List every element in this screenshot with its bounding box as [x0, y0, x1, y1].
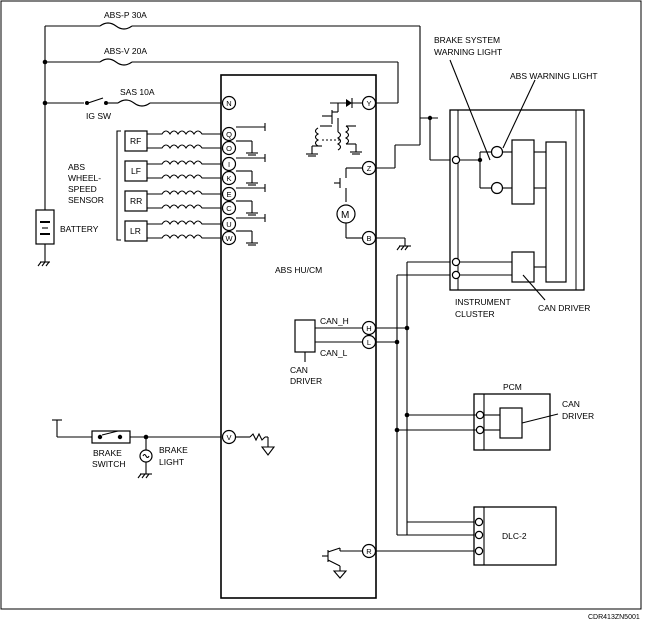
pin-r	[361, 543, 377, 559]
pin-i-label: I	[228, 160, 230, 169]
pin-b-label: B	[366, 234, 371, 243]
warning-output-transistor	[322, 547, 362, 579]
pin-l-label: L	[367, 338, 371, 347]
pcm-can-driver-line1: CAN	[562, 399, 580, 409]
diagram-frame	[0, 0, 642, 610]
brake-switch-line2: SWITCH	[92, 459, 126, 469]
drawing-code: CDR413ZN5001	[588, 614, 640, 621]
wheel-sensor-title-line2: WHEEL-	[68, 173, 101, 183]
abs-hucm-box	[220, 74, 377, 599]
fuse-abs-v-label: ABS-V 20A	[104, 46, 147, 56]
pin-n	[221, 95, 237, 111]
pin-y-label: Y	[366, 99, 371, 108]
brake-light-line1: BRAKE	[159, 445, 188, 455]
motor-label: M	[341, 210, 349, 221]
fuse-sas-label: SAS 10A	[120, 87, 155, 97]
sensor-rf-box	[124, 130, 148, 152]
dlc-label: DLC-2	[502, 531, 527, 541]
cluster-label-line1: INSTRUMENT	[455, 297, 511, 307]
pin-w-label: W	[225, 234, 233, 243]
pin-n-label: N	[226, 99, 231, 108]
power-feed-wires	[35, 22, 421, 267]
pin-z-label: Z	[367, 164, 372, 173]
hucm-can-driver-line2: DRIVER	[290, 376, 322, 386]
ig-switch-label: IG SW	[86, 111, 111, 121]
sensor-lf-label: LF	[131, 166, 141, 176]
pcm-label: PCM	[503, 382, 522, 392]
wheel-sensor-title-line1: ABS	[68, 162, 85, 172]
hucm-can-driver-line1: CAN	[290, 365, 308, 375]
sensor-rf-label: RF	[130, 136, 141, 146]
sensor-lf-box	[124, 160, 148, 182]
pin-l	[361, 334, 377, 350]
pump-motor-circuit	[334, 145, 411, 251]
brake-switch-circuit	[52, 419, 276, 479]
sensor-shield-stubs	[236, 123, 266, 246]
sensor-rr-label: RR	[130, 196, 142, 206]
pin-c-label: C	[226, 204, 232, 213]
pin-r-label: R	[366, 547, 372, 556]
battery-symbol	[35, 209, 55, 245]
battery-label: BATTERY	[60, 224, 99, 234]
pin-y	[361, 95, 377, 111]
pcm-can-driver-line2: DRIVER	[562, 411, 594, 421]
brake-warning-line1: BRAKE SYSTEM	[434, 35, 500, 45]
abs-hucm-label: ABS HU/CM	[275, 265, 322, 275]
sensor-rr-box	[124, 190, 148, 212]
brake-warning-line2: WARNING LIGHT	[434, 47, 502, 57]
sensor-lr-box	[124, 220, 148, 242]
dlc-connector	[473, 506, 557, 566]
pin-h-label: H	[366, 324, 371, 333]
pin-b	[361, 230, 377, 246]
fuse-abs-p-label: ABS-P 30A	[104, 10, 147, 20]
brake-switch-line1: BRAKE	[93, 448, 122, 458]
sensor-pins	[221, 126, 237, 246]
pin-h	[361, 320, 377, 336]
pin-o-label: O	[226, 144, 232, 153]
pin-v	[221, 429, 237, 445]
abs-warning-label: ABS WARNING LIGHT	[510, 71, 598, 81]
pin-k-label: K	[226, 174, 231, 183]
can-h-label: CAN_H	[320, 316, 349, 326]
pcm-module	[473, 393, 559, 451]
pin-q-label: Q	[226, 130, 232, 139]
pin-v-label: V	[226, 433, 231, 442]
pin-u-label: U	[226, 220, 231, 229]
brake-light-line2: LIGHT	[159, 457, 184, 467]
wheel-sensor-title-line4: SENSOR	[68, 195, 104, 205]
cluster-can-driver-label: CAN DRIVER	[538, 303, 590, 313]
hucm-can-driver-box	[294, 319, 316, 353]
wheel-speed-sensors	[116, 130, 221, 242]
sensor-lr-label: LR	[130, 226, 141, 236]
instrument-cluster	[420, 59, 585, 301]
cluster-label-line2: CLUSTER	[455, 309, 495, 319]
wheel-sensor-title-line3: SPEED	[68, 184, 97, 194]
can-bus-wires	[376, 261, 478, 552]
can-l-label: CAN_L	[320, 348, 348, 358]
pin-e-label: E	[226, 190, 231, 199]
pump-relay-circuit	[306, 98, 362, 157]
pin-z	[361, 160, 377, 176]
